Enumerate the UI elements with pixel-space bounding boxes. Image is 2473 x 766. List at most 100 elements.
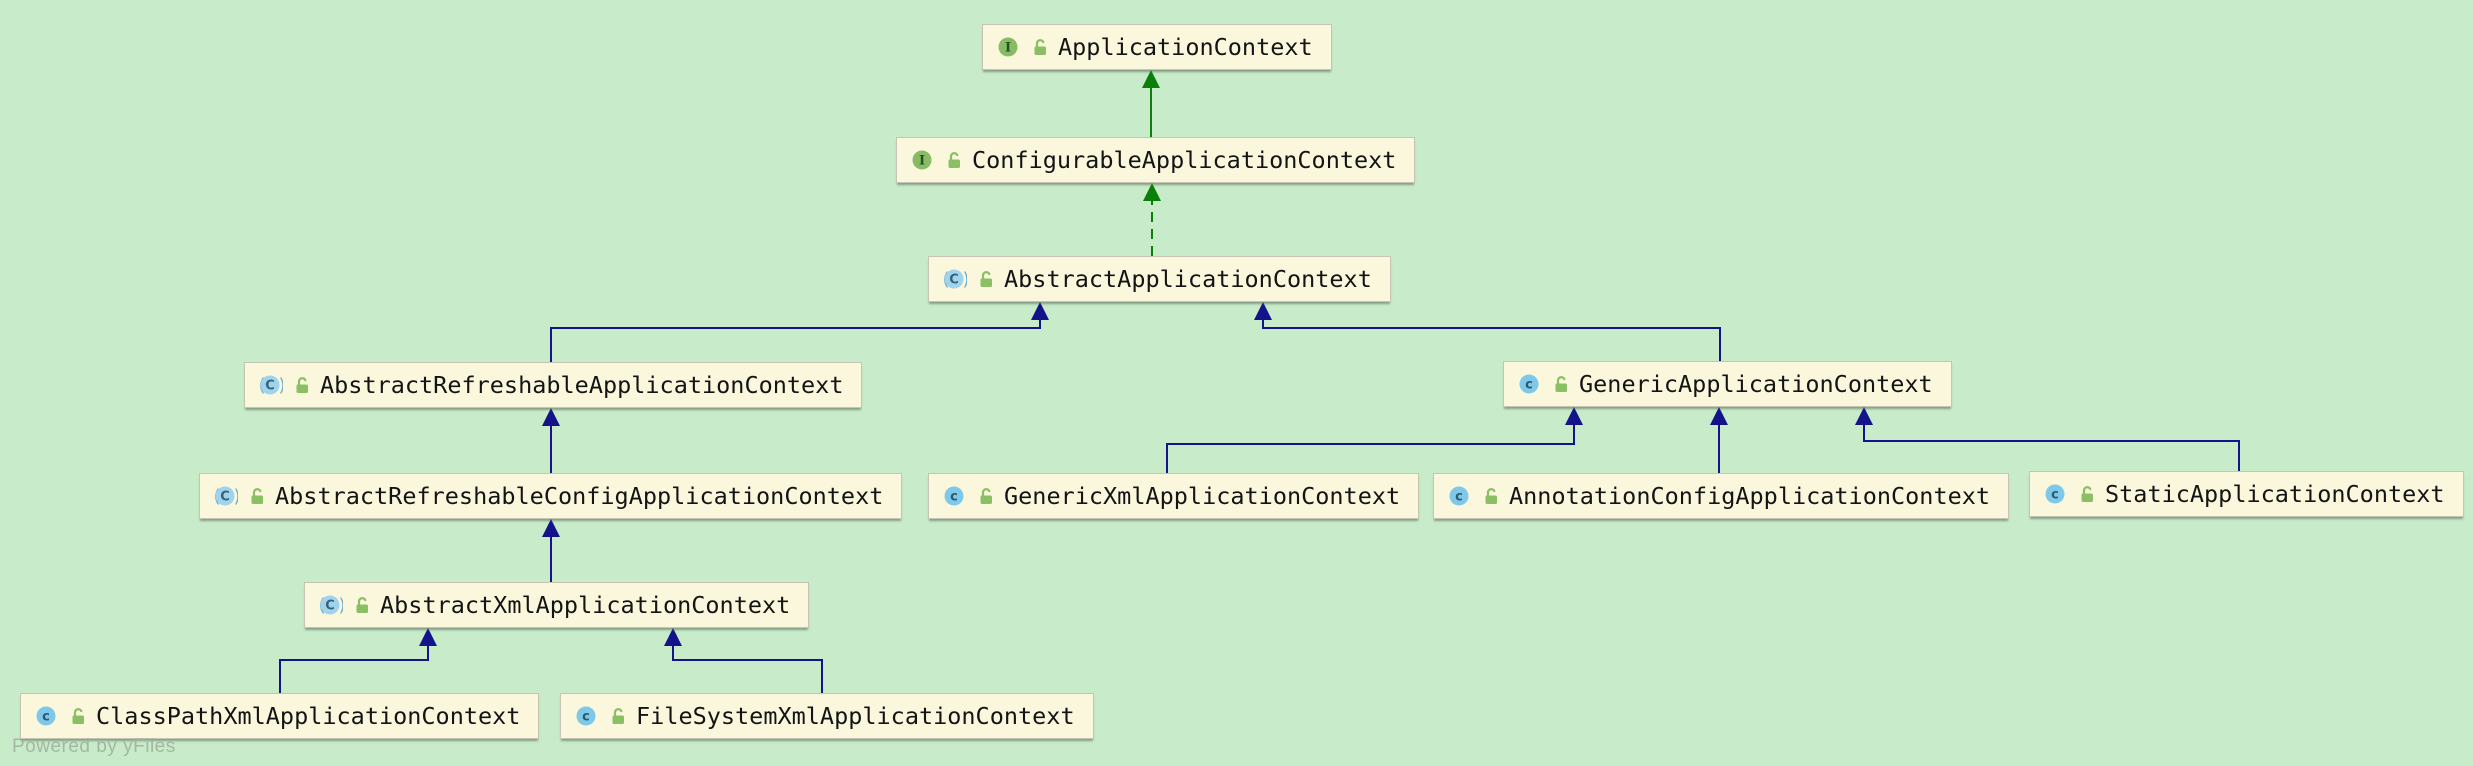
unlocked-padlock-icon xyxy=(980,271,992,287)
class-node-ClassPathXmlApplicationContext[interactable]: c ClassPathXmlApplicationContext xyxy=(20,693,540,739)
interface-icon-slot: I xyxy=(909,148,935,172)
class-node-AnnotationConfigApplicationContext[interactable]: c AnnotationConfigApplicationContext xyxy=(1433,473,2010,519)
arrowhead-AbstractApplicationContext-to-ConfigurableApplicationContext xyxy=(1143,183,1161,201)
unlocked-padlock-icon xyxy=(351,595,372,615)
unlocked-padlock-icon xyxy=(1550,374,1571,394)
class-node-FileSystemXmlApplicationContext[interactable]: c FileSystemXmlApplicationContext xyxy=(560,693,1094,739)
class-name-label: AbstractApplicationContext xyxy=(1004,265,1372,293)
abstract-class-icon: ()C xyxy=(214,486,239,507)
yfiles-watermark[interactable]: Powered by yFiles xyxy=(12,736,176,757)
class-icon-slot: c xyxy=(2042,482,2068,506)
unlocked-padlock-icon xyxy=(1034,39,1046,55)
svg-text:): ) xyxy=(339,595,344,616)
class-icon-slot: c xyxy=(33,704,59,728)
svg-text:I: I xyxy=(919,154,925,169)
class-icon: c xyxy=(2045,484,2065,504)
class-icon: c xyxy=(576,706,596,726)
svg-text:C: C xyxy=(949,273,959,288)
arrowhead-AbstractRefreshableApplicationContext-to-AbstractApplicationContext xyxy=(1031,302,1049,320)
edge-AbstractRefreshableApplicationContext-to-AbstractApplicationContext xyxy=(550,320,1041,362)
svg-text:c: c xyxy=(950,490,958,505)
arrowhead-ConfigurableApplicationContext-to-ApplicationContext xyxy=(1142,70,1160,88)
unlocked-padlock-icon xyxy=(251,488,263,504)
svg-text:): ) xyxy=(279,375,284,396)
class-icon: c xyxy=(36,706,56,726)
class-name-label: ConfigurableApplicationContext xyxy=(972,146,1397,174)
class-name-label: AnnotationConfigApplicationContext xyxy=(1509,482,1991,510)
abstract-class-icon-slot: ()C xyxy=(941,267,968,291)
unlocked-padlock-icon xyxy=(72,708,84,724)
unlocked-padlock-icon xyxy=(975,269,996,289)
class-node-ApplicationContext[interactable]: I ApplicationContext xyxy=(982,24,1332,70)
unlocked-padlock-icon xyxy=(980,488,992,504)
unlocked-padlock-icon xyxy=(296,377,308,393)
class-node-GenericApplicationContext[interactable]: c GenericApplicationContext xyxy=(1503,361,1952,407)
class-name-label: GenericApplicationContext xyxy=(1579,370,1933,398)
class-icon-slot: c xyxy=(1516,372,1542,396)
class-node-ConfigurableApplicationContext[interactable]: I ConfigurableApplicationContext xyxy=(896,137,1416,183)
class-node-AbstractApplicationContext[interactable]: ()C AbstractApplicationContext xyxy=(928,256,1391,302)
svg-text:c: c xyxy=(582,710,590,725)
edge-StaticApplicationContext-to-GenericApplicationContext xyxy=(1863,425,2240,471)
class-name-label: AbstractRefreshableConfigApplicationCont… xyxy=(275,482,884,510)
arrowhead-AnnotationConfigApplicationContext-to-GenericApplicationContext xyxy=(1710,407,1728,425)
svg-text:I: I xyxy=(1005,41,1011,56)
class-name-label: AbstractRefreshableApplicationContext xyxy=(320,371,844,399)
unlocked-padlock-icon xyxy=(291,375,312,395)
edge-GenericApplicationContext-to-AbstractApplicationContext xyxy=(1262,320,1721,361)
svg-text:c: c xyxy=(1455,490,1463,505)
unlocked-padlock-icon xyxy=(1555,376,1567,392)
unlocked-padlock-icon xyxy=(246,486,267,506)
class-icon: c xyxy=(944,486,964,506)
unlocked-padlock-icon xyxy=(975,486,996,506)
class-icon-slot: c xyxy=(573,704,599,728)
abstract-class-icon-slot: ()C xyxy=(212,484,239,508)
class-node-AbstractRefreshableApplicationContext[interactable]: ()C AbstractRefreshableApplicationContex… xyxy=(244,362,863,408)
class-name-label: ClassPathXmlApplicationContext xyxy=(96,702,521,730)
class-name-label: GenericXmlApplicationContext xyxy=(1004,482,1401,510)
unlocked-padlock-icon xyxy=(607,706,628,726)
abstract-class-icon: ()C xyxy=(319,595,344,616)
arrowhead-GenericApplicationContext-to-AbstractApplicationContext xyxy=(1254,302,1272,320)
arrowhead-ClassPathXmlApplicationContext-to-AbstractXmlApplicationContext xyxy=(419,628,437,646)
unlocked-padlock-icon xyxy=(612,708,624,724)
svg-text:C: C xyxy=(325,599,335,614)
unlocked-padlock-icon xyxy=(67,706,88,726)
unlocked-padlock-icon xyxy=(1029,37,1050,57)
arrowhead-AbstractXmlApplicationContext-to-AbstractRefreshableConfigApplicationContext xyxy=(542,519,560,537)
unlocked-padlock-icon xyxy=(1485,488,1497,504)
class-name-label: ApplicationContext xyxy=(1058,33,1313,61)
svg-text:c: c xyxy=(1525,378,1533,393)
abstract-class-icon: ()C xyxy=(943,269,968,290)
svg-text:): ) xyxy=(234,486,239,507)
edge-FileSystemXmlApplicationContext-to-AbstractXmlApplicationContext xyxy=(672,646,823,693)
abstract-class-icon-slot: ()C xyxy=(317,593,344,617)
unlocked-padlock-icon xyxy=(2081,486,2093,502)
arrowhead-GenericXmlApplicationContext-to-GenericApplicationContext xyxy=(1565,407,1583,425)
class-name-label: StaticApplicationContext xyxy=(2105,480,2445,508)
class-node-GenericXmlApplicationContext[interactable]: c GenericXmlApplicationContext xyxy=(928,473,1420,519)
class-icon-slot: c xyxy=(1446,484,1472,508)
class-node-AbstractRefreshableConfigApplicationContext[interactable]: ()C AbstractRefreshableConfigApplication… xyxy=(199,473,903,519)
class-node-AbstractXmlApplicationContext[interactable]: ()C AbstractXmlApplicationContext xyxy=(304,582,810,628)
class-name-label: AbstractXmlApplicationContext xyxy=(380,591,791,619)
class-name-label: FileSystemXmlApplicationContext xyxy=(636,702,1075,730)
svg-text:c: c xyxy=(42,710,50,725)
interface-icon: I xyxy=(912,150,932,170)
arrowhead-AbstractRefreshableConfigApplicationContext-to-AbstractRefreshableApplicationContext xyxy=(542,408,560,426)
unlocked-padlock-icon xyxy=(948,152,960,168)
class-icon-slot: c xyxy=(941,484,967,508)
class-node-StaticApplicationContext[interactable]: c StaticApplicationContext xyxy=(2029,471,2464,517)
svg-text:C: C xyxy=(265,379,275,394)
interface-icon: I xyxy=(998,37,1018,57)
edge-ClassPathXmlApplicationContext-to-AbstractXmlApplicationContext xyxy=(279,646,429,693)
abstract-class-icon: ()C xyxy=(259,375,284,396)
svg-text:C: C xyxy=(220,490,230,505)
unlocked-padlock-icon xyxy=(2076,484,2097,504)
arrowhead-StaticApplicationContext-to-GenericApplicationContext xyxy=(1855,407,1873,425)
svg-text:): ) xyxy=(963,269,968,290)
class-icon: c xyxy=(1449,486,1469,506)
unlocked-padlock-icon xyxy=(943,150,964,170)
abstract-class-icon-slot: ()C xyxy=(257,373,284,397)
